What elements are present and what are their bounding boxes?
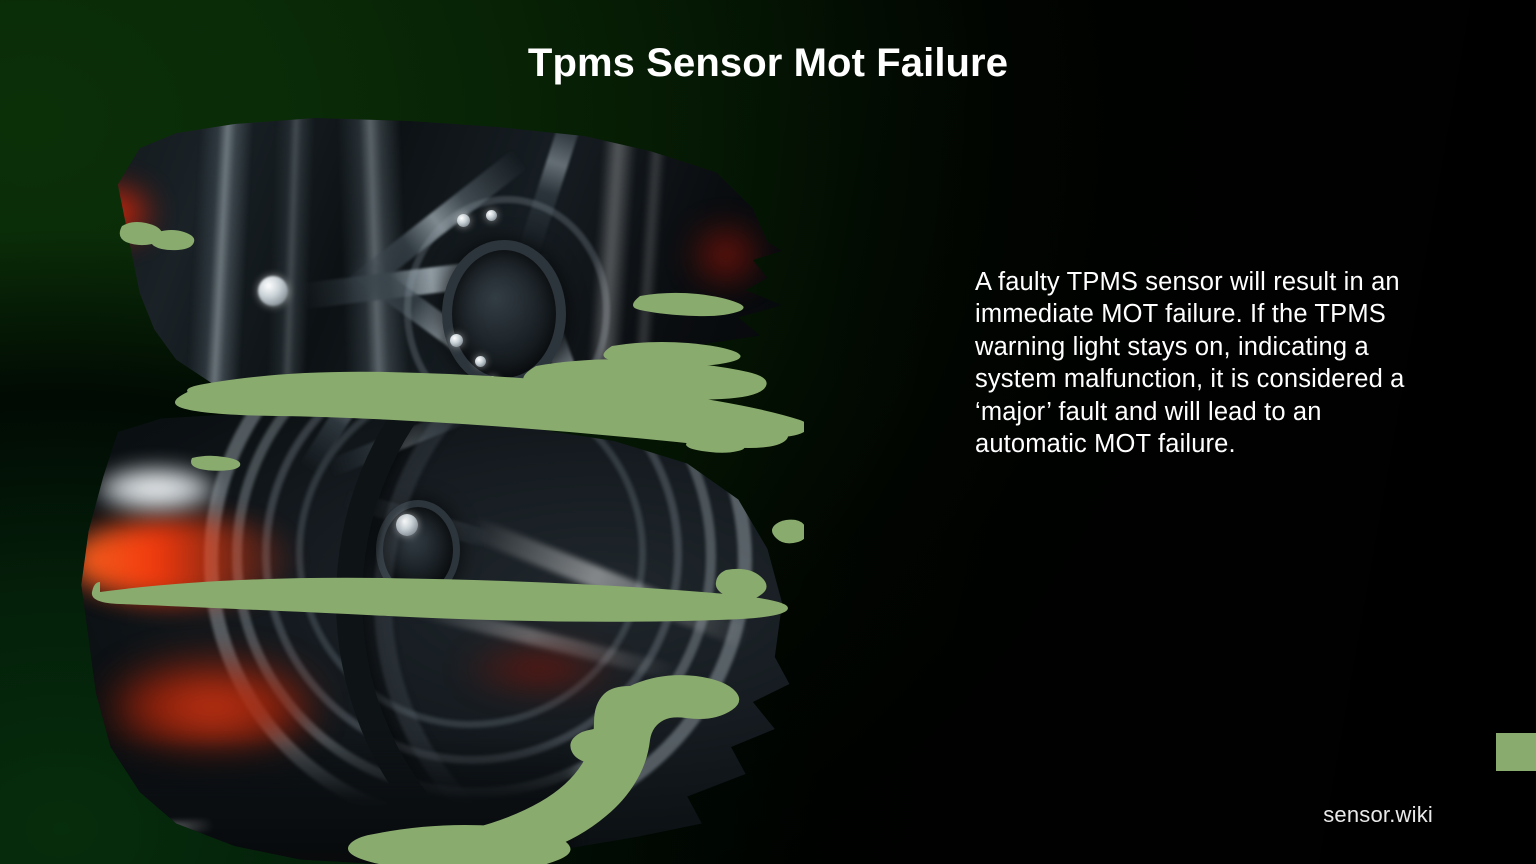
lug-nut bbox=[457, 214, 470, 227]
lug-nut bbox=[488, 376, 497, 385]
brake-caliper-glow bbox=[117, 190, 150, 236]
page-title: Tpms Sensor Mot Failure bbox=[527, 40, 1009, 85]
wheel-and-tyre-photo bbox=[81, 414, 790, 864]
brake-caliper-glow bbox=[112, 662, 312, 752]
wheel-image-collage bbox=[74, 118, 804, 864]
description-paragraph: A faulty TPMS sensor will result in an i… bbox=[975, 267, 1405, 459]
brush-stroke bbox=[661, 407, 740, 426]
wheel-and-tyre-artwork bbox=[81, 414, 790, 864]
lug-nut bbox=[258, 276, 288, 306]
lug-nut bbox=[475, 356, 486, 367]
brush-stroke bbox=[772, 519, 804, 544]
brake-caliper-glow bbox=[460, 646, 620, 692]
lug-nut bbox=[486, 210, 497, 221]
ground-shadow bbox=[81, 744, 574, 864]
alloy-wheel-rim-photo bbox=[117, 118, 783, 408]
ground-highlight bbox=[81, 818, 215, 842]
brake-caliper-glow bbox=[81, 518, 298, 602]
brake-caliper-glow bbox=[678, 226, 774, 284]
green-accent-square bbox=[1496, 733, 1536, 771]
site-watermark: sensor.wiki bbox=[1323, 802, 1433, 827]
wheel-rim-lip bbox=[404, 196, 610, 408]
lug-nut bbox=[450, 334, 463, 347]
headlight-glow bbox=[96, 466, 216, 512]
alloy-wheel-rim-artwork bbox=[117, 118, 783, 408]
brush-stroke bbox=[686, 438, 745, 453]
